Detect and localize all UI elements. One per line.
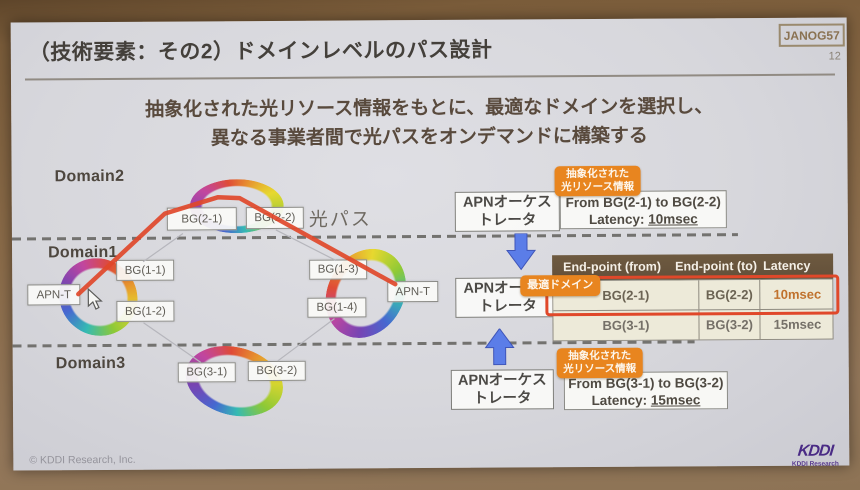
- abstract-badge-top-line2: 光リソース情報: [561, 180, 635, 194]
- link-bg2-2-bg1-3: [275, 229, 337, 262]
- apn-orchestrator-top-line1: APNオーケス: [462, 194, 552, 211]
- optical-path-label: 光パス: [308, 209, 372, 231]
- node-bg1-4: BG(1-4): [307, 297, 367, 318]
- arrow-up-icon: [484, 328, 515, 366]
- node-bg3-1: BG(3-1): [177, 362, 236, 383]
- domain1-domain3-separator: [12, 340, 695, 348]
- resource-info-bottom-latency-value: 15msec: [650, 392, 701, 408]
- subtitle-line2: 異なる事業者間で光パスをオンデマンドに構築する: [210, 125, 648, 150]
- domain2-domain1-separator: [11, 233, 738, 241]
- copyright-text: © KDDI Research, Inc.: [29, 453, 136, 467]
- subtitle-line1: 抽象化された光リソース情報をもとに、最適なドメインを選択し、: [145, 96, 714, 121]
- header-endpoint-from: End-point (from): [563, 259, 662, 275]
- arrow-down-icon: [506, 233, 537, 271]
- node-bg1-2: BG(1-2): [116, 300, 175, 322]
- abstract-badge-bottom-line2: 光リソース情報: [563, 362, 637, 376]
- conference-badge: JANOG57: [778, 23, 845, 47]
- resource-info-top-route: From BG(2-1) to BG(2-2): [565, 194, 721, 211]
- resource-info-top-latency-value: 10msec: [648, 211, 698, 227]
- optimal-domain-badge: 最適ドメイン: [520, 274, 601, 297]
- node-bg3-2: BG(3-2): [247, 360, 306, 382]
- abstract-badge-top-line1: 抽象化された: [566, 167, 630, 181]
- apn-orchestrator-bottom: APNオーケス トレータ: [450, 369, 555, 410]
- apn-orchestrator-top-line2: トレータ: [478, 212, 537, 229]
- abstract-resource-badge-top: 抽象化された 光リソース情報: [554, 165, 641, 197]
- resource-info-bottom-latency-label: Latency:: [591, 392, 651, 409]
- title-divider: [24, 73, 835, 81]
- slide-subtitle: 抽象化された光リソース情報をもとに、最適なドメインを選択し、 異なる事業者間で光…: [11, 91, 847, 154]
- mouse-cursor-icon: [87, 287, 103, 310]
- node-apn-t-right: APN-T: [387, 280, 439, 303]
- node-bg1-3: BG(1-3): [309, 259, 368, 280]
- apn-orchestrator-bottom-line1: APNオーケス: [457, 372, 547, 389]
- header-latency: Latency: [763, 258, 811, 273]
- slide-title: （技術要素：その2）ドメインレベルのパス設計: [28, 38, 493, 65]
- kddi-research-text: KDDI Research: [791, 460, 839, 468]
- apn-orchestrator-bottom-line2: トレータ: [473, 390, 532, 407]
- kddi-logo-text: KDDI: [796, 442, 834, 460]
- apn-orchestrator-middle-line2: トレータ: [478, 298, 537, 315]
- apn-orchestrator-top: APNオーケス トレータ: [454, 191, 560, 232]
- resource-info-top-latency-label: Latency:: [588, 211, 649, 228]
- link-bg3-2-bg1-4: [277, 318, 335, 362]
- header-endpoint-to: End-point (to): [675, 259, 758, 274]
- domain2-label: Domain2: [54, 167, 125, 186]
- kddi-logo: KDDI KDDI Research: [785, 442, 845, 468]
- page-number: 12: [828, 50, 841, 63]
- presentation-slide: （技術要素：その2）ドメインレベルのパス設計 JANOG57 12 抽象化された…: [10, 17, 850, 471]
- node-bg1-1: BG(1-1): [116, 259, 175, 281]
- node-apn-t-left: APN-T: [27, 284, 81, 306]
- node-bg2-1: BG(2-1): [166, 207, 237, 231]
- node-bg2-2: BG(2-2): [245, 206, 304, 230]
- abstract-resource-badge-bottom: 抽象化された 光リソース情報: [556, 347, 643, 379]
- domain3-label: Domain3: [55, 354, 126, 373]
- abstract-badge-bottom-line1: 抽象化された: [568, 349, 632, 363]
